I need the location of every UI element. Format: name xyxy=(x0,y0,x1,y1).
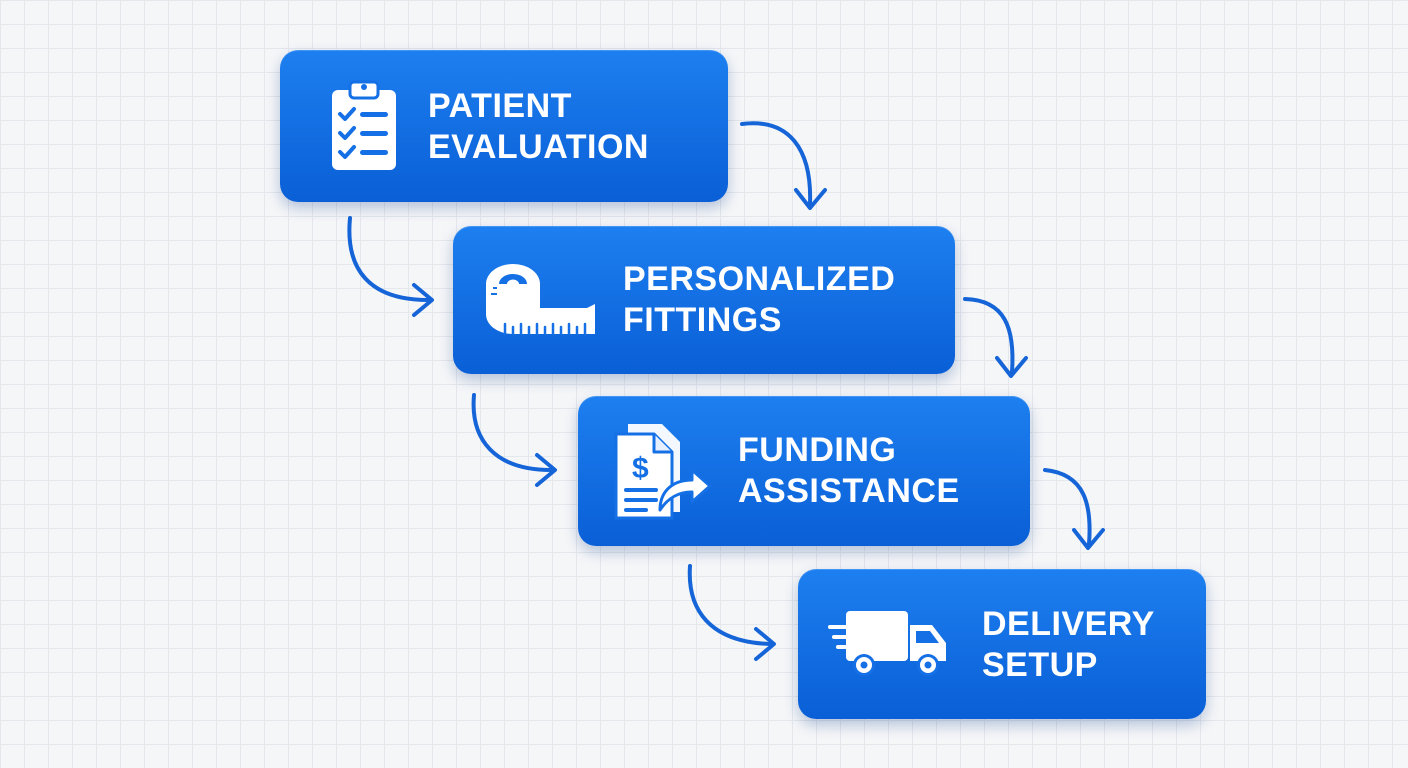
step-label: PATIENT EVALUATION xyxy=(428,86,649,168)
arrow-right-1 xyxy=(740,121,813,206)
step-label-line-2: FITTINGS xyxy=(623,301,782,339)
arrow-left-1 xyxy=(347,216,430,302)
arrow-right-2 xyxy=(963,297,1015,374)
step-label-line-1: PERSONALIZED xyxy=(623,260,896,298)
delivery-truck-icon xyxy=(828,611,946,676)
step-label: PERSONALIZED FITTINGS xyxy=(623,259,895,341)
arrow-right-1-head xyxy=(794,188,827,210)
arrow-right-3 xyxy=(1043,468,1092,546)
step-label-line-2: EVALUATION xyxy=(428,128,649,166)
step-funding-assistance: $ FUNDING ASSISTANCE xyxy=(578,396,1030,546)
step-delivery-setup: DELIVERY SETUP xyxy=(798,569,1206,719)
step-patient-evaluation: PATIENT EVALUATION xyxy=(280,50,728,202)
step-label: FUNDING ASSISTANCE xyxy=(738,430,960,512)
svg-text:$: $ xyxy=(632,452,649,485)
arrow-left-3 xyxy=(687,564,772,646)
arrow-right-3-head xyxy=(1072,528,1105,550)
arrow-left-2-head xyxy=(535,453,557,487)
measuring-tape-icon xyxy=(486,264,595,336)
arrow-right-2-head xyxy=(995,356,1028,378)
dollar-document-arrow-icon: $ xyxy=(614,424,712,520)
arrow-left-1-head xyxy=(412,283,434,317)
arrow-left-3-head xyxy=(754,627,776,661)
step-label-line-1: PATIENT xyxy=(428,87,572,125)
step-label-line-1: DELIVERY xyxy=(982,605,1155,643)
clipboard-checklist-icon xyxy=(332,80,396,170)
step-label-line-1: FUNDING xyxy=(738,431,897,469)
step-label: DELIVERY SETUP xyxy=(982,604,1155,686)
step-label-line-2: ASSISTANCE xyxy=(738,472,960,510)
step-label-line-2: SETUP xyxy=(982,646,1098,684)
step-personalized-fittings: PERSONALIZED FITTINGS xyxy=(453,226,955,374)
arrow-left-2 xyxy=(471,393,553,472)
